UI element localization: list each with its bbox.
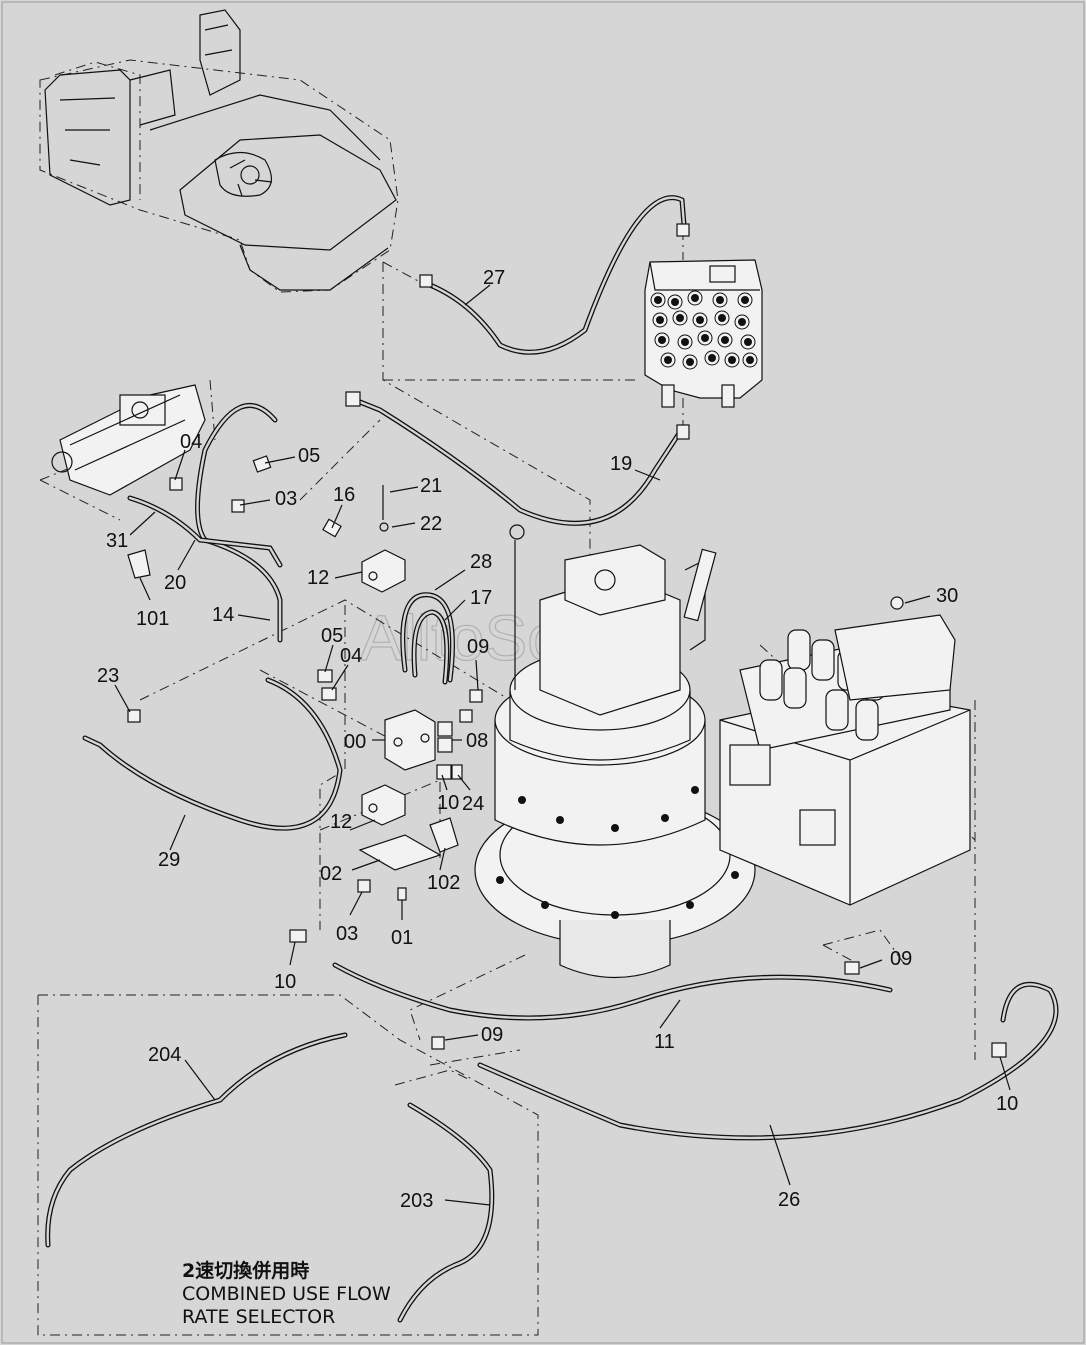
block-12a — [361, 549, 406, 593]
callout-10a: 10 — [437, 792, 459, 814]
callout-04a: 04 — [180, 431, 202, 453]
swing-motor — [474, 524, 756, 978]
callout-12a: 12 — [307, 567, 329, 589]
callout-28: 28 — [470, 551, 492, 573]
callout-04b: 04 — [340, 645, 362, 667]
callout-21: 21 — [420, 475, 442, 497]
note-line-jp: 2速切換併用時 — [182, 1259, 309, 1282]
callout-10c: 10 — [996, 1093, 1018, 1115]
callout-17: 17 — [470, 587, 492, 609]
pump-valve-assembly — [51, 384, 206, 496]
callout-01: 01 — [391, 927, 413, 949]
leader-lines — [114, 284, 1011, 1206]
callout-02: 02 — [320, 863, 342, 885]
bracket-02 — [358, 834, 442, 871]
callout-27: 27 — [483, 267, 505, 289]
combined-use-note: 2速切換併用時 COMBINED USE FLOW RATE SELECTOR — [182, 1259, 391, 1328]
callout-16: 16 — [333, 484, 355, 506]
callout-14: 14 — [212, 604, 234, 626]
callout-03b: 03 — [336, 923, 358, 945]
clip-101 — [127, 549, 151, 579]
excavator-upper-structure — [39, 9, 399, 293]
callout-08: 08 — [466, 730, 488, 752]
bracket-102 — [429, 817, 459, 853]
callout-102: 102 — [427, 872, 460, 894]
callout-22: 22 — [420, 513, 442, 535]
main-control-valve — [719, 596, 971, 906]
callout-12b: 12 — [330, 811, 352, 833]
callout-09c: 09 — [481, 1024, 503, 1046]
hoses — [45, 195, 1059, 1323]
callout-20: 20 — [164, 572, 186, 594]
callout-30: 30 — [936, 585, 958, 607]
callout-00: 00 — [344, 731, 366, 753]
pilot-valve-block — [644, 259, 763, 408]
callout-11: 11 — [654, 1031, 675, 1053]
callout-101: 101 — [136, 608, 169, 630]
callout-labels: 27 19 04 05 03 16 21 22 31 20 101 12 28 … — [97, 267, 1018, 1212]
callout-29: 29 — [158, 849, 180, 871]
block-00 — [384, 709, 436, 771]
callout-26: 26 — [778, 1189, 800, 1211]
callout-03a: 03 — [275, 488, 297, 510]
callout-09a: 09 — [467, 636, 489, 658]
callout-31: 31 — [106, 530, 128, 552]
callout-203: 203 — [400, 1190, 433, 1212]
block-12b — [361, 784, 406, 826]
callout-05a: 05 — [298, 445, 320, 467]
callout-204: 204 — [148, 1044, 181, 1066]
note-line-2: RATE SELECTOR — [182, 1306, 335, 1328]
callout-24: 24 — [462, 793, 484, 815]
fittings-and-blocks — [127, 223, 1007, 1058]
callout-10b: 10 — [274, 971, 296, 993]
callout-09b: 09 — [890, 948, 912, 970]
note-line-1: COMBINED USE FLOW — [182, 1283, 391, 1305]
callout-05b: 05 — [321, 625, 343, 647]
callout-19: 19 — [610, 453, 632, 475]
callout-23: 23 — [97, 665, 119, 687]
